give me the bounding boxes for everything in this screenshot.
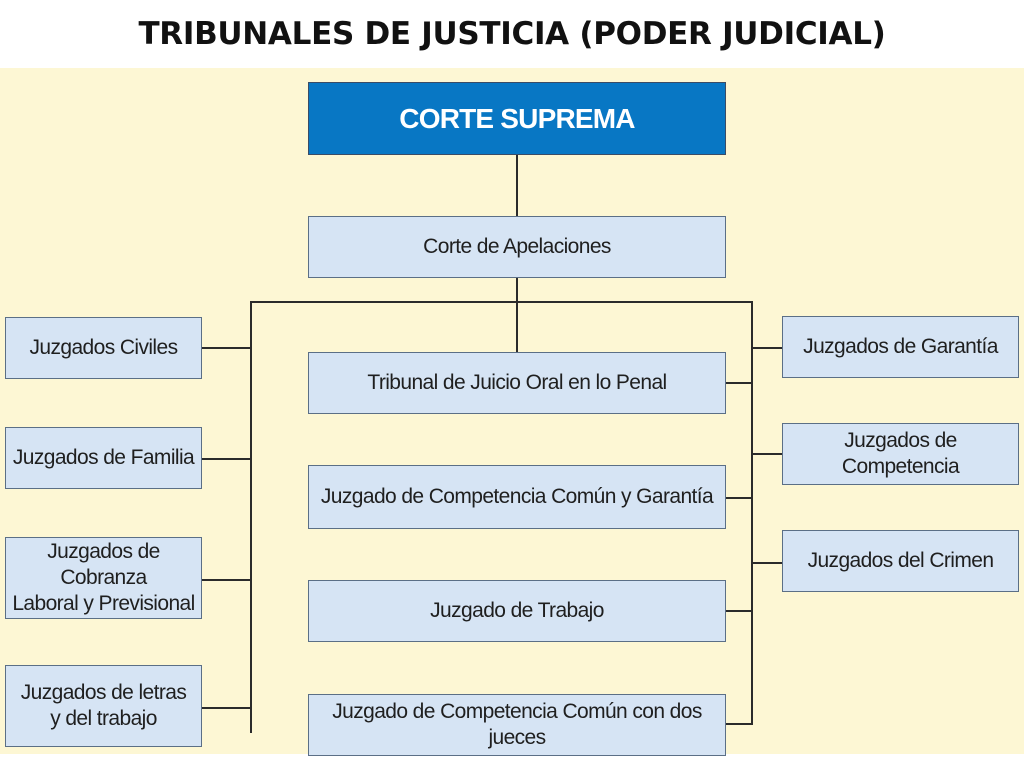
connector-comun-garantia (726, 497, 753, 499)
juzgados-crimen-label: Juzgados del Crimen (807, 548, 994, 572)
page-title: TRIBUNALES DE JUSTICIA (PODER JUDICIAL) (138, 16, 886, 52)
connector-letras (202, 707, 251, 709)
juzgados-garantia-box: Juzgados de Garantía (782, 316, 1019, 378)
tribunal-oral-penal-label: Tribunal de Juicio Oral en lo Penal (367, 370, 667, 394)
connector-right-trunk (751, 301, 753, 724)
juzgados-competencia-box: Juzgados de Competencia (782, 423, 1019, 485)
connector-left-trunk (250, 301, 252, 733)
juzgados-civiles-label: Juzgados Civiles (29, 335, 179, 359)
tribunal-oral-penal-box: Tribunal de Juicio Oral en lo Penal (308, 352, 726, 414)
juzgados-garantia-label: Juzgados de Garantía (803, 334, 998, 358)
corte-apelaciones-label: Corte de Apelaciones (423, 234, 611, 258)
connector-horizontal-bar (250, 301, 753, 303)
juzgado-comun-garantia-label: Juzgado de Competencia Común y Garantía (320, 484, 714, 508)
connector-crimen (751, 562, 782, 564)
juzgado-dos-jueces-box: Juzgado de Competencia Común con dos jue… (308, 694, 726, 756)
juzgados-familia-label: Juzgados de Familia (12, 445, 195, 469)
connector-civiles (202, 347, 251, 349)
connector-competencia (751, 453, 782, 455)
connector-suprema-apelaciones (516, 155, 518, 216)
juzgado-trabajo-box: Juzgado de Trabajo (308, 580, 726, 642)
connector-trabajo (726, 610, 753, 612)
juzgados-letras-box: Juzgados de letras y del trabajo (5, 665, 202, 747)
juzgados-competencia-label: Juzgados de Competencia (841, 428, 960, 478)
connector-apelaciones-down (516, 278, 518, 354)
juzgado-trabajo-label: Juzgado de Trabajo (430, 598, 604, 622)
connector-familia (202, 458, 251, 460)
connector-oral-penal (726, 382, 753, 384)
juzgados-letras-label-line2: y del trabajo (50, 707, 157, 730)
juzgados-cobranza-box: Juzgados de Cobranza Laboral y Prevision… (5, 537, 202, 619)
juzgados-cobranza-label-line2: Laboral y Previsional (12, 592, 195, 616)
juzgados-familia-box: Juzgados de Familia (5, 427, 202, 489)
juzgados-cobranza-label-line1: Juzgados de Cobranza (47, 539, 160, 589)
connector-cobranza (202, 579, 251, 581)
corte-suprema-box: CORTE SUPREMA (308, 82, 726, 155)
connector-dos-jueces (726, 723, 753, 725)
juzgados-crimen-box: Juzgados del Crimen (782, 530, 1019, 592)
juzgado-comun-garantia-box: Juzgado de Competencia Común y Garantía (308, 465, 726, 529)
corte-suprema-label: CORTE SUPREMA (399, 103, 635, 134)
juzgados-civiles-box: Juzgados Civiles (5, 317, 202, 379)
corte-apelaciones-box: Corte de Apelaciones (308, 216, 726, 278)
juzgado-dos-jueces-label: Juzgado de Competencia Común con dos jue… (332, 699, 702, 749)
org-chart: CORTE SUPREMA Corte de Apelaciones Juzga… (0, 68, 1024, 756)
connector-garantia (751, 347, 782, 349)
juzgados-letras-label-line1: Juzgados de letras (20, 680, 187, 704)
